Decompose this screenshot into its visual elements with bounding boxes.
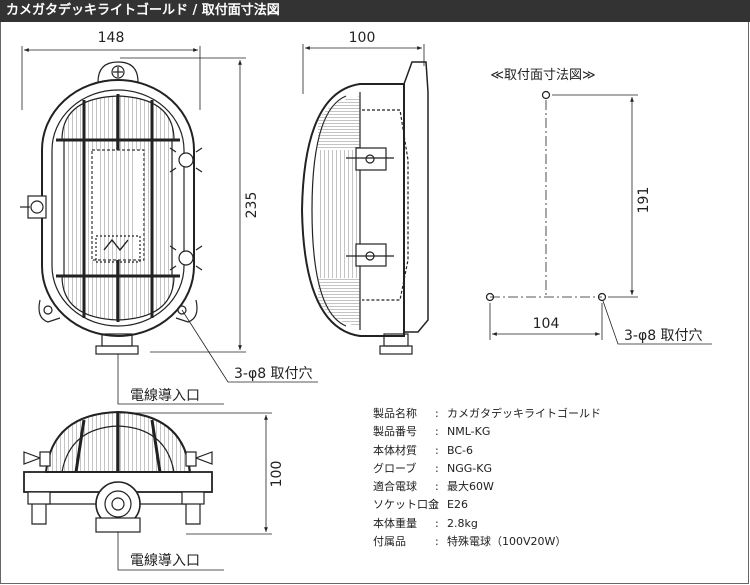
mount-view-title: ≪取付面寸法図≫ <box>490 68 595 83</box>
mount-hole-callout: 3-φ8 取付穴 <box>624 328 703 344</box>
spec-row: 本体材質: BC-6 <box>373 442 601 460</box>
mount-vert-label: 191 <box>636 187 652 214</box>
mount-hole-right <box>597 292 607 302</box>
bottom-view <box>23 410 272 571</box>
spec-value: 特殊電球（100V20W） <box>447 535 567 549</box>
spec-value: 2.8kg <box>447 516 478 530</box>
side-wall-plate <box>403 61 429 333</box>
spec-label: 本体材質 <box>373 443 417 457</box>
mount-view <box>485 90 712 345</box>
side-socket-hidden <box>362 109 409 301</box>
spec-row: 本体重量:2.8kg <box>373 515 601 533</box>
spec-value: NML-KG <box>447 425 491 439</box>
front-hole-leader <box>181 309 318 383</box>
front-hole-left <box>43 305 53 315</box>
spec-label: グローブ <box>373 461 417 475</box>
spec-label: ソケット口金 <box>373 498 439 512</box>
spec-table: 製品名称: カメガタデッキライトゴールド 製品番号: NML-KG 本体材質: BC-… <box>373 405 601 551</box>
spec-row: 製品番号: NML-KG <box>373 423 601 441</box>
side-body-outline <box>300 83 405 337</box>
spec-row: 付属品: 特殊電球（100V20W） <box>373 533 601 551</box>
front-hole-right <box>177 305 187 315</box>
spec-separator: : <box>435 498 439 512</box>
front-tab-left <box>38 299 61 323</box>
spec-row: ソケット口金: E26 <box>373 496 601 514</box>
spec-separator: : <box>435 480 439 494</box>
spec-separator: : <box>435 516 439 530</box>
spec-value: カメガタデッキライトゴールド <box>447 407 601 420</box>
bottom-wing-left <box>23 451 51 467</box>
header-title: カメガタデッキライトゴールド / 取付面寸法図 <box>6 3 280 18</box>
side-depth-label: 100 <box>349 30 376 46</box>
front-width-label: 148 <box>98 30 125 46</box>
front-hinge-left <box>20 195 47 219</box>
spec-value: NGG-KG <box>447 461 492 475</box>
front-clamp-right-bottom <box>169 245 203 271</box>
front-tab-right <box>175 299 198 323</box>
front-cable-entry-nut <box>95 345 139 355</box>
header-bar: カメガタデッキライトゴールド / 取付面寸法図 <box>0 0 750 22</box>
bottom-cable-nut <box>95 517 141 533</box>
spec-value: 最大60W <box>447 480 494 494</box>
drawing-frame <box>0 22 749 584</box>
side-clamp-bottom <box>346 243 394 267</box>
mount-hole-left <box>485 292 495 302</box>
spec-separator: : <box>435 461 439 475</box>
bottom-height-label: 100 <box>269 461 285 488</box>
spec-row: 製品名称: カメガタデッキライトゴールド <box>373 405 601 423</box>
bottom-wing-right <box>185 451 213 467</box>
spec-label: 本体重量 <box>373 516 417 530</box>
front-body-inner <box>51 89 185 327</box>
front-view <box>20 46 318 405</box>
spec-row: グローブ: NGG-KG <box>373 460 601 478</box>
front-hole-callout: 3-φ8 取付穴 <box>234 366 313 382</box>
spec-separator: : <box>435 535 439 549</box>
spec-value: E26 <box>447 498 468 512</box>
spec-separator: : <box>435 443 439 457</box>
spec-row: 適合電球: 最大60W <box>373 478 601 496</box>
side-view <box>300 44 429 355</box>
spec-label: 適合電球 <box>373 480 417 494</box>
spec-label: 製品名称 <box>373 407 417 420</box>
spec-value: BC-6 <box>447 443 474 457</box>
side-cable-nut <box>379 345 413 355</box>
spec-separator: : <box>435 407 439 420</box>
mount-hole-leader <box>602 300 712 345</box>
front-top-screw <box>111 65 125 79</box>
bottom-cable-label: 電線導入口 <box>130 553 200 569</box>
mount-horiz-label: 104 <box>533 316 560 332</box>
mount-hole-top <box>541 90 551 100</box>
front-top-tab <box>97 61 139 83</box>
front-clamp-right-top <box>169 147 203 173</box>
spec-label: 製品番号 <box>373 425 417 439</box>
front-height-label: 235 <box>244 192 260 219</box>
front-cable-leader <box>117 354 224 405</box>
front-cable-label: 電線導入口 <box>130 388 200 404</box>
spec-label: 付属品 <box>373 535 406 549</box>
side-clamp-top <box>346 147 394 171</box>
side-globe-glass <box>318 150 360 278</box>
bottom-cable-leader <box>117 532 224 571</box>
spec-separator: : <box>435 425 439 439</box>
